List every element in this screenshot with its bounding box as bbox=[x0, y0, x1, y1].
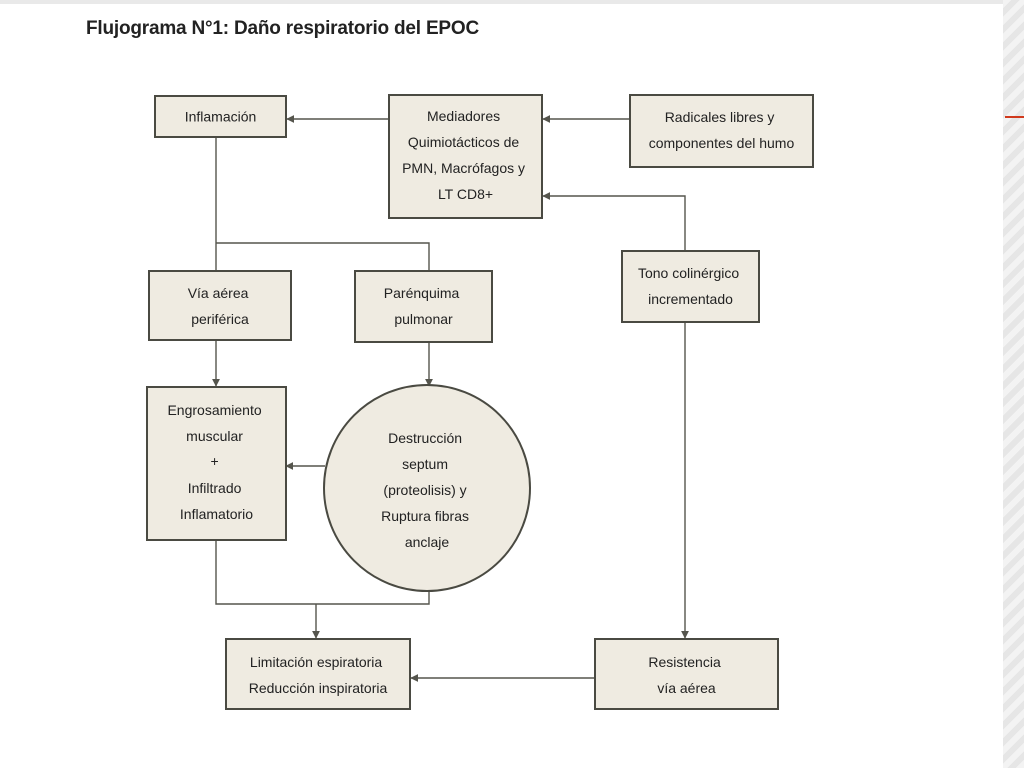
node-engrosamiento-label: Engrosamiento muscular + Infiltrado Infl… bbox=[167, 402, 265, 522]
node-inflamacion: Inflamación bbox=[154, 95, 287, 138]
node-radicales: Radicales libres y componentes del humo bbox=[629, 94, 814, 168]
node-mediadores: Mediadores Quimiotácticos de PMN, Macróf… bbox=[388, 94, 543, 219]
page-edge-strip bbox=[1003, 0, 1024, 768]
connectors bbox=[212, 115, 689, 682]
node-destruccion-label: Destrucción septum (proteolisis) y Ruptu… bbox=[381, 430, 473, 550]
node-limitacion: Limitación espiratoria Reducción inspira… bbox=[225, 638, 411, 710]
node-engrosamiento: Engrosamiento muscular + Infiltrado Infl… bbox=[146, 386, 287, 541]
node-parenquima-label: Parénquima pulmonar bbox=[384, 285, 463, 327]
node-limitacion-label: Limitación espiratoria Reducción inspira… bbox=[249, 654, 388, 696]
node-via-aerea: Vía aérea periférica bbox=[148, 270, 292, 341]
node-mediadores-label: Mediadores Quimiotácticos de PMN, Macróf… bbox=[402, 108, 529, 202]
node-resistencia-label: Resistencia vía aérea bbox=[648, 654, 724, 696]
node-tono-label: Tono colinérgico incrementado bbox=[638, 265, 743, 307]
node-destruccion: Destrucción septum (proteolisis) y Ruptu… bbox=[323, 384, 531, 592]
node-radicales-label: Radicales libres y componentes del humo bbox=[649, 109, 795, 151]
node-parenquima: Parénquima pulmonar bbox=[354, 270, 493, 343]
arrow-merge-to-limitacion bbox=[215, 540, 430, 638]
diagram-title: Flujograma N°1: Daño respiratorio del EP… bbox=[86, 18, 479, 39]
node-resistencia: Resistencia vía aérea bbox=[594, 638, 779, 710]
node-inflamacion-label: Inflamación bbox=[185, 109, 257, 125]
accent-line bbox=[1005, 116, 1024, 118]
top-band bbox=[0, 0, 1024, 4]
node-via-aerea-label: Vía aérea periférica bbox=[188, 285, 253, 327]
connector-inflamacion-split bbox=[215, 137, 430, 271]
node-tono: Tono colinérgico incrementado bbox=[621, 250, 760, 323]
flowchart: Inflamación Mediadores Quimiotácticos de… bbox=[146, 94, 814, 710]
arrow-tono-to-mediadores bbox=[542, 192, 686, 251]
